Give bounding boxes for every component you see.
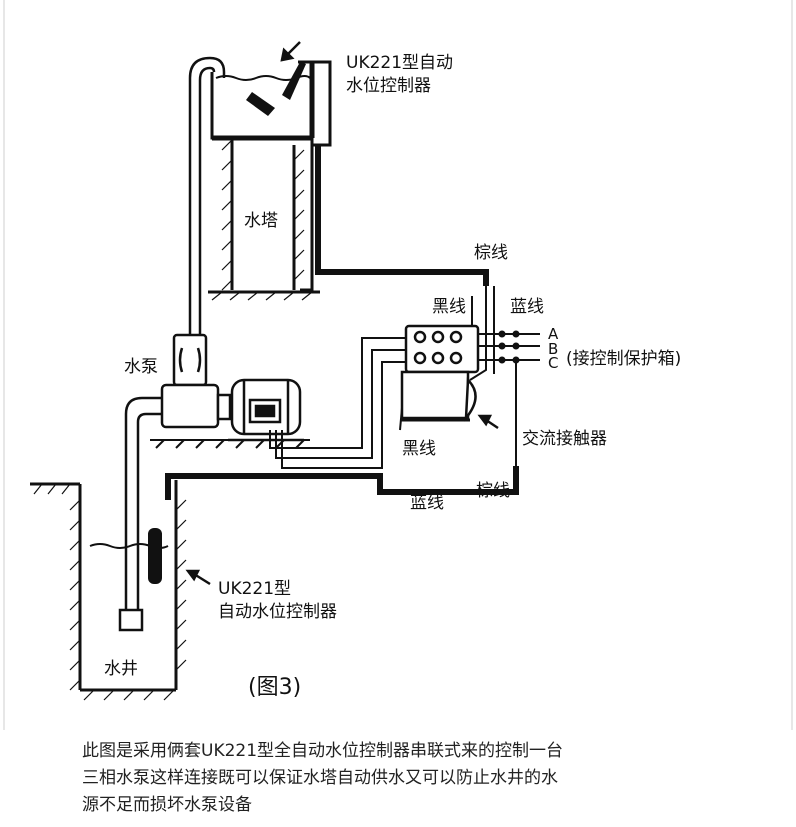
terminal-b-label: B bbox=[548, 340, 558, 358]
brown-wire-top-label: 棕线 bbox=[474, 243, 508, 263]
contactor-wiring bbox=[269, 286, 540, 469]
blue-wire-bottom-label: 蓝线 bbox=[410, 493, 444, 513]
black-wire-bottom-label: 黑线 bbox=[402, 439, 436, 459]
top-controller-arrow bbox=[280, 41, 301, 62]
figure-caption: 此图是采用俩套UK221型全自动水位控制器串联式来的控制一台 三相水泵这样连接既… bbox=[82, 738, 722, 819]
top-controller-label: UK221型自动水位控制器 bbox=[346, 53, 453, 96]
water-tower bbox=[208, 60, 332, 294]
pump-label: 水泵 bbox=[124, 357, 158, 377]
water-pump bbox=[160, 333, 232, 429]
pump-base bbox=[150, 439, 310, 449]
top-level-sensor bbox=[246, 62, 306, 116]
blue-wire-top-label: 蓝线 bbox=[510, 297, 544, 317]
pump-wiring-diagram: UK221型自动水位控制器 水塔 棕线 黑线 蓝线 A B C (接控制保护箱)… bbox=[3, 0, 793, 730]
label-line: 自动水位控制器 bbox=[218, 602, 337, 622]
terminal-a-label: A bbox=[548, 325, 559, 343]
terminal-note: (接控制保护箱) bbox=[566, 349, 681, 369]
well-hatching bbox=[33, 483, 187, 701]
label-line: 水位控制器 bbox=[346, 76, 431, 96]
figure-label: (图3) bbox=[248, 675, 301, 700]
suction-pipe bbox=[118, 396, 162, 632]
bottom-controller-label: UK221型自动水位控制器 bbox=[218, 579, 337, 622]
caption-line: 源不足而损坏水泵设备 bbox=[82, 795, 252, 815]
contactor-arrow bbox=[477, 414, 499, 430]
well-cable bbox=[165, 466, 519, 500]
label-line: UK221型自动 bbox=[346, 53, 453, 73]
well-label: 水井 bbox=[104, 659, 138, 679]
brown-wire-bottom-label: 棕线 bbox=[476, 481, 510, 501]
electric-motor bbox=[228, 378, 304, 442]
bottom-level-sensor bbox=[148, 528, 162, 584]
water-well bbox=[30, 480, 178, 692]
ac-contactor bbox=[400, 324, 480, 422]
delivery-pipe bbox=[188, 56, 226, 345]
terminal-c-label: C bbox=[548, 354, 558, 372]
caption-line: 此图是采用俩套UK221型全自动水位控制器串联式来的控制一台 bbox=[82, 741, 564, 761]
terminal-dots bbox=[498, 330, 520, 364]
caption-line: 三相水泵这样连接既可以保证水塔自动供水又可以防止水井的水 bbox=[82, 768, 558, 788]
contactor-label: 交流接触器 bbox=[522, 429, 607, 449]
label-line: UK221型 bbox=[218, 579, 291, 599]
bottom-controller-arrow bbox=[185, 569, 211, 586]
black-wire-top-label: 黑线 bbox=[432, 297, 466, 317]
water-tower-label: 水塔 bbox=[244, 211, 278, 231]
tower-cable bbox=[315, 145, 489, 286]
tower-hatching bbox=[211, 139, 313, 301]
